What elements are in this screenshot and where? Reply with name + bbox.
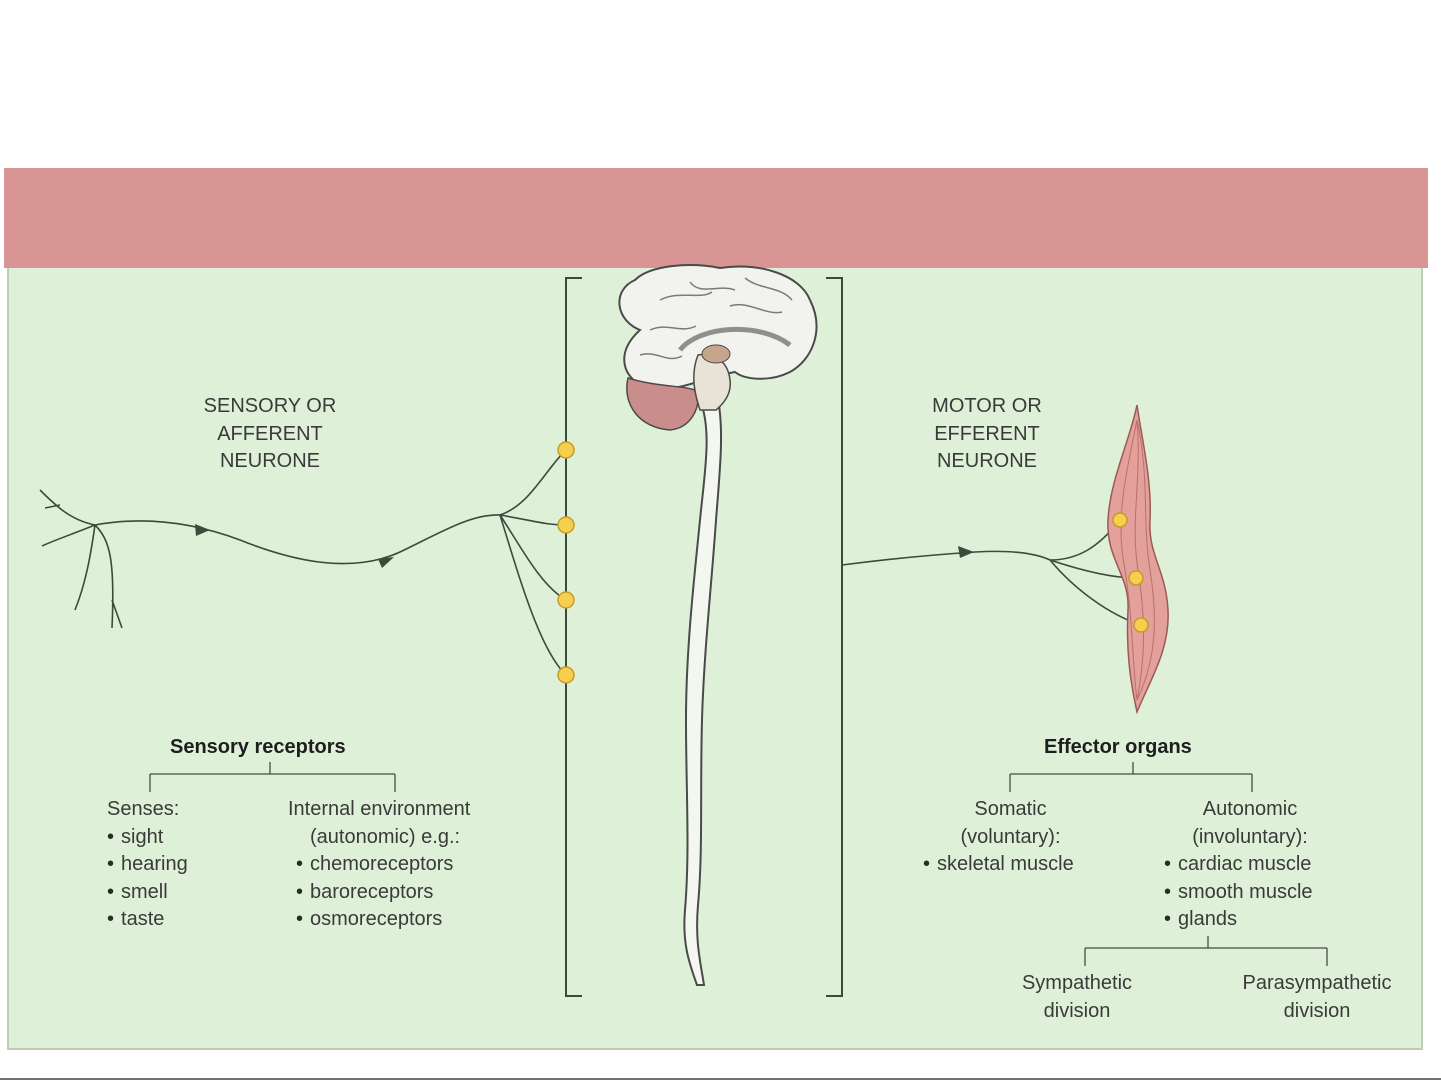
synapse-node	[557, 591, 575, 609]
list-item: hearing	[107, 851, 188, 879]
synapse-node	[557, 441, 575, 459]
synapse-node	[1128, 570, 1144, 586]
afferent-arrow-2	[378, 557, 394, 568]
parasympathetic-division-label: Parasympathetic division	[1226, 970, 1408, 1025]
efferent-synapses	[1112, 512, 1149, 633]
header-band	[4, 168, 1428, 268]
list-item: glands	[1164, 906, 1336, 934]
efferent-label-line1: MOTOR OR	[932, 395, 1042, 417]
efferent-neurone-label: MOTOR OR EFFERENT NEURONE	[897, 393, 1077, 476]
sympathetic-line1: Sympathetic	[1021, 972, 1133, 994]
senses-list: sight hearing smell taste	[107, 824, 188, 934]
synapse-node	[557, 666, 575, 684]
afferent-dendrites	[39, 489, 123, 629]
internal-heading-line1: Internal environment	[288, 798, 471, 820]
autonomic-tree-line	[1084, 936, 1328, 966]
efferent-label-line3: NEURONE	[936, 450, 1037, 472]
senses-group: Senses: sight hearing smell taste	[107, 796, 188, 934]
tree-connectors	[149, 762, 1328, 966]
autonomic-heading-line1: Autonomic	[1202, 798, 1298, 820]
efferent-label-line2: EFFERENT	[934, 422, 1040, 445]
cerebellum	[626, 377, 699, 431]
cns-bracket-left	[565, 277, 582, 997]
autonomic-heading-line2: (involuntary):	[1192, 825, 1308, 848]
internal-heading-line2: (autonomic) e.g.:	[310, 825, 461, 848]
somatic-list: skeletal muscle	[923, 851, 1098, 879]
list-item: chemoreceptors	[296, 851, 470, 879]
effector-tree-line	[1009, 762, 1253, 792]
brain-illustration	[618, 264, 818, 431]
sympathetic-division-label: Sympathetic division	[1000, 970, 1154, 1025]
autonomic-list: cardiac muscle smooth muscle glands	[1164, 851, 1336, 934]
list-item: baroreceptors	[296, 879, 470, 907]
list-item: sight	[107, 824, 188, 852]
parasympathetic-line1: Parasympathetic	[1242, 972, 1392, 994]
internal-list: chemoreceptors baroreceptors osmorecepto…	[288, 851, 470, 934]
effector-organs-title: Effector organs	[1044, 736, 1192, 758]
internal-environment-group: Internal environment (autonomic) e.g.: c…	[288, 796, 470, 934]
afferent-axon	[94, 514, 501, 565]
list-item: smooth muscle	[1164, 879, 1336, 907]
list-item: taste	[107, 906, 188, 934]
list-item: smell	[107, 879, 188, 907]
autonomic-group: Autonomic (involuntary): cardiac muscle …	[1164, 796, 1336, 934]
list-item: skeletal muscle	[923, 851, 1098, 879]
afferent-label-line3: NEURONE	[219, 450, 320, 472]
afferent-label-line2: AFFERENT	[217, 422, 323, 445]
sensory-tree-line	[149, 762, 396, 792]
afferent-label-line1: SENSORY OR	[203, 395, 337, 417]
afferent-neurone-label: SENSORY OR AFFERENT NEURONE	[180, 393, 360, 476]
afferent-arrow-1	[195, 524, 210, 536]
afferent-synapses	[557, 441, 575, 684]
synapse-node	[1133, 617, 1149, 633]
list-item: osmoreceptors	[296, 906, 470, 934]
sympathetic-line2: division	[1043, 999, 1111, 1022]
cns-bracket-right	[826, 277, 843, 997]
senses-heading: Senses:	[107, 798, 180, 820]
somatic-group: Somatic (voluntary): skeletal muscle	[923, 796, 1098, 879]
parasympathetic-line2: division	[1283, 999, 1351, 1022]
somatic-heading-line1: Somatic	[974, 798, 1047, 820]
synapse-node	[557, 516, 575, 534]
sensory-receptors-title: Sensory receptors	[170, 736, 346, 758]
afferent-terminals	[499, 449, 567, 676]
skeletal-muscle	[1107, 404, 1169, 715]
muscle-body	[1107, 404, 1169, 715]
list-item: cardiac muscle	[1164, 851, 1336, 879]
corpus-callosum	[678, 327, 792, 352]
thalamus	[701, 344, 731, 364]
spinal-cord	[683, 399, 723, 986]
efferent-arrow	[958, 546, 974, 558]
afferent-neurone	[39, 449, 567, 676]
somatic-heading-line2: (voluntary):	[960, 825, 1061, 848]
synapse-node	[1112, 512, 1128, 528]
